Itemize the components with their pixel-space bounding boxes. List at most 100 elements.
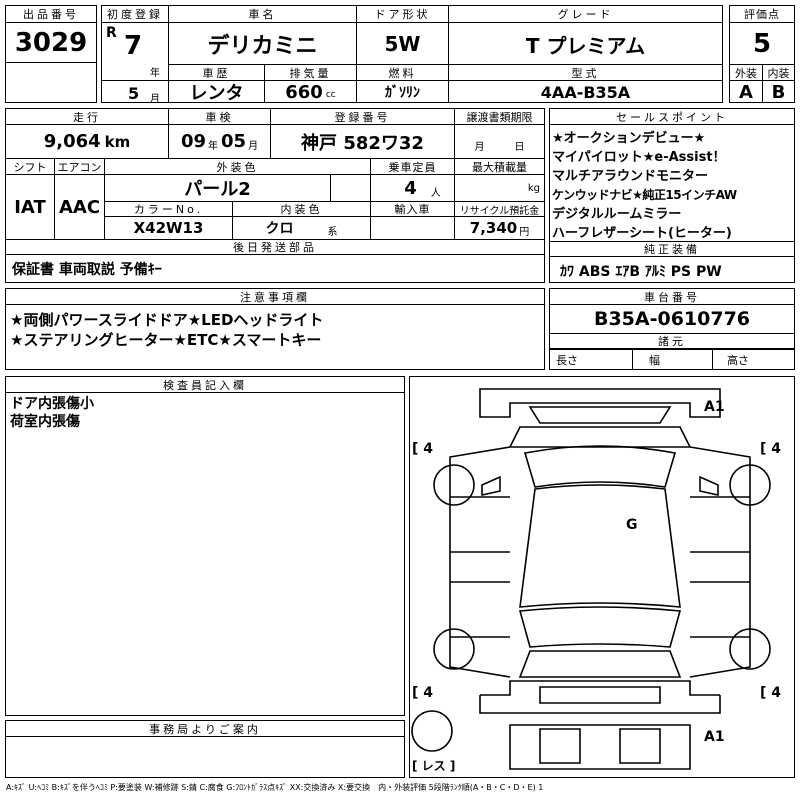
wheel-front-right xyxy=(729,464,771,506)
tire-rr-value: 4 xyxy=(771,685,782,701)
roof xyxy=(519,484,681,608)
lot-box: 出品番号 3029 xyxy=(5,5,97,103)
rating-label: 評価点 xyxy=(730,6,794,23)
right-side xyxy=(689,446,751,678)
transfer-cell: 月 日 xyxy=(454,125,544,159)
shift-label: シフト xyxy=(6,159,54,175)
color-no-value: X42W13 xyxy=(104,217,232,239)
office-box: 事務局よりご案内 xyxy=(5,720,405,778)
equipment-value: ｶﾜ ABS ｴｱB ｱﾙﾐ PS PW xyxy=(560,264,722,280)
a1-front-label: A1 xyxy=(704,399,725,415)
inspection-label: 車検 xyxy=(168,109,270,125)
capacity-label: 乗車定員 xyxy=(370,159,454,175)
capacity-unit: 人 xyxy=(430,187,441,199)
sales-point-line: ケンウッドナビ★純正15インチAW xyxy=(552,188,737,202)
tire-fl-label: [ 4 xyxy=(412,441,434,457)
int-color-unit: 系 xyxy=(327,226,338,238)
dims-width: 幅 xyxy=(632,349,712,369)
car-diagram-box: A1 G A1 [ 4 [ 4 [ 4 [ 4 [ レス ] xyxy=(409,376,795,778)
inspector-label: 検査員記入欄 xyxy=(6,377,404,393)
wheel-rear-left xyxy=(433,628,475,670)
inspector-line: 荷室内張傷 xyxy=(10,414,80,430)
exterior-label: 外装 xyxy=(730,64,762,81)
left-mirror xyxy=(481,475,501,496)
wheel-front-left xyxy=(433,464,475,506)
first-reg-era: R xyxy=(106,25,117,41)
inspection-month: 05 xyxy=(221,131,247,152)
tire-fr-label: [ 4 xyxy=(760,441,782,457)
g-label: G xyxy=(626,517,638,533)
legend-text: A:ｷｽﾞ U:ﾍｺﾐ B:ｷｽﾞを伴うﾍｺﾐ P:要塗装 W:補修跡 S:錆 … xyxy=(6,783,544,792)
windshield xyxy=(523,445,677,488)
door-value: 5W xyxy=(356,23,448,65)
dims-label: 諸元 xyxy=(550,333,794,349)
displacement-label: 排気量 xyxy=(264,64,356,81)
import-value xyxy=(370,217,454,239)
notes-label: 注意事項欄 xyxy=(6,289,544,305)
sales-point-line: ハーフレザーシート(ヒーター) xyxy=(552,226,732,241)
tailgate xyxy=(518,650,682,678)
front-grille xyxy=(528,406,672,424)
exterior-value: A xyxy=(739,81,753,103)
tire-rl-label: [ 4 xyxy=(412,685,434,701)
tire-rl-value: 4 xyxy=(423,685,434,701)
plate-value: 神戸 582ワ32 xyxy=(270,125,454,159)
later-parts-label: 後日発送部品 xyxy=(6,239,544,255)
dims-length: 長さ xyxy=(550,349,632,369)
color-no-label: カラーNo. xyxy=(104,201,232,217)
sales-point-line: マルチアラウンドモニター xyxy=(552,169,709,184)
spec-grid: 走行 車検 登録番号 譲渡書類期限 9,064 km 09 年 05 月 神戸 … xyxy=(5,108,545,256)
capacity-value: 4 xyxy=(404,177,417,199)
max-load-label: 最大積載量 xyxy=(454,159,544,175)
tire-rr-label: [ 4 xyxy=(760,685,782,701)
fuel-value: ｶﾞｿﾘﾝ xyxy=(356,81,448,103)
header-grid: 初度登録 車名 ドア形状 グレード R 7 年 デリカミニ 5W T プレミアム… xyxy=(101,5,723,105)
ext-color-extra xyxy=(330,175,370,201)
first-reg-label: 初度登録 xyxy=(102,6,168,23)
transfer-day-unit: 日 xyxy=(514,142,525,153)
grade-value: T プレミアム xyxy=(448,23,722,65)
mileage-value: 9,064 xyxy=(43,131,101,152)
mileage-unit: km xyxy=(104,132,131,151)
equipment-label: 純正装備 xyxy=(550,241,794,257)
sales-point-line: デジタルルームミラー xyxy=(552,207,682,222)
lot-label: 出品番号 xyxy=(6,6,96,23)
ext-color-value: パール2 xyxy=(104,175,330,201)
sales-points-list: ★オークションデビュー★ マイパイロット★e-Assist！ マルチアラウンドモ… xyxy=(552,129,794,243)
displacement-unit: cc xyxy=(325,90,336,100)
notes-box: 注意事項欄 ★両側パワースライドドア★LEDヘッドライト ★ステアリングヒーター… xyxy=(5,288,545,370)
transfer-month-unit: 月 xyxy=(474,142,485,153)
rear-window xyxy=(518,606,682,648)
tire-fr-value: 4 xyxy=(771,441,782,457)
sales-points-box: セールスポイント ★オークションデビュー★ マイパイロット★e-Assist！ … xyxy=(549,108,795,283)
inspection-cell: 09 年 05 月 xyxy=(168,125,270,159)
chassis-value: B35A-0610776 xyxy=(593,308,751,330)
model-type-value: 4AA-B35A xyxy=(448,81,722,103)
first-reg-year: 7 xyxy=(124,31,143,61)
wheel-rear-right xyxy=(729,628,771,670)
first-reg-cell xyxy=(102,23,168,81)
front-bumper xyxy=(479,388,721,399)
interior-label: 内装 xyxy=(762,64,794,81)
later-parts-box: 保証書 車両取説 予備ｷｰ xyxy=(5,255,545,283)
fuel-label: 燃料 xyxy=(356,64,448,81)
first-reg-year-unit: 年 xyxy=(150,68,160,79)
notes-line: ★ステアリングヒーター★ETC★スマートキー xyxy=(10,331,322,349)
sales-point-line: ★オークションデビュー★ xyxy=(552,131,706,146)
spare-label: [ レス ] xyxy=(412,759,456,773)
plate-label: 登録番号 xyxy=(270,109,454,125)
recycle-value: 7,340 xyxy=(469,219,518,237)
aircon-label: エアコン xyxy=(54,159,104,175)
displacement-cell: 660 cc xyxy=(264,81,356,103)
rear-bumper xyxy=(479,695,721,714)
first-reg-month-unit: 月 xyxy=(150,94,160,105)
mileage-label: 走行 xyxy=(6,109,168,125)
hood xyxy=(508,426,692,448)
car-name: デリカミニ xyxy=(168,23,356,65)
sales-point-line: マイパイロット★e-Assist！ xyxy=(552,150,726,165)
inspection-year-unit: 年 xyxy=(208,141,218,152)
history-value: レンタ xyxy=(168,81,264,103)
int-color-cell: クロ 系 xyxy=(232,217,370,239)
chassis-box: 車台番号 B35A-0610776 諸元 長さ 幅 高さ xyxy=(549,288,795,370)
int-color-value: クロ xyxy=(265,221,294,237)
